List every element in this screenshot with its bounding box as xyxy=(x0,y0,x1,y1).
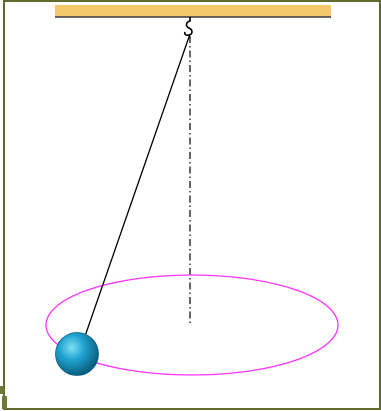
ceiling-support-bar xyxy=(55,5,331,17)
corner-mark xyxy=(0,386,4,394)
sphere-bob-icon xyxy=(55,332,99,376)
pendulum-string xyxy=(83,33,191,340)
hook-icon xyxy=(183,17,193,37)
circular-path-ellipse xyxy=(45,274,339,376)
corner-mark xyxy=(2,396,7,409)
